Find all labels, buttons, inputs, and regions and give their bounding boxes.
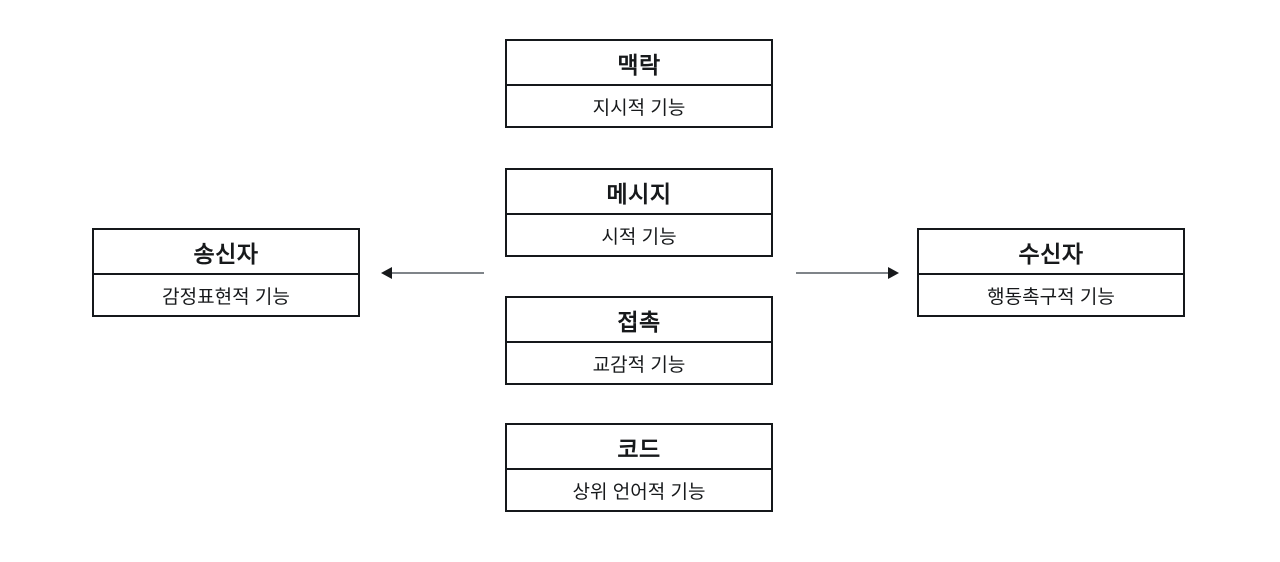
node-contact-subtitle: 교감적 기능 — [592, 354, 686, 376]
node-context-title: 맥락 — [507, 41, 771, 86]
node-context-subtitle: 지시적 기능 — [592, 97, 686, 119]
arrow-to-sender-line — [390, 272, 484, 274]
node-code-title: 코드 — [507, 425, 771, 470]
node-sender: 송신자 감정표현적 기능 — [92, 228, 360, 317]
node-code: 코드 상위 언어적 기능 — [505, 423, 773, 512]
node-contact: 접촉 교감적 기능 — [505, 296, 773, 385]
node-contact-title: 접촉 — [507, 298, 771, 343]
arrow-to-receiver-line — [796, 272, 890, 274]
arrow-to-sender — [381, 266, 484, 280]
node-sender-title: 송신자 — [94, 230, 358, 275]
left-arrowhead-icon — [381, 267, 392, 279]
node-receiver-subtitle: 행동촉구적 기능 — [987, 286, 1115, 308]
node-code-subtitle: 상위 언어적 기능 — [572, 481, 706, 503]
node-context: 맥락 지시적 기능 — [505, 39, 773, 128]
right-arrowhead-icon — [888, 267, 899, 279]
node-message: 메시지 시적 기능 — [505, 168, 773, 257]
node-sender-subtitle: 감정표현적 기능 — [162, 286, 290, 308]
node-receiver-title: 수신자 — [919, 230, 1183, 275]
node-message-subtitle: 시적 기능 — [601, 226, 677, 248]
node-receiver: 수신자 행동촉구적 기능 — [917, 228, 1185, 317]
arrow-to-receiver — [796, 266, 899, 280]
node-message-title: 메시지 — [507, 170, 771, 215]
